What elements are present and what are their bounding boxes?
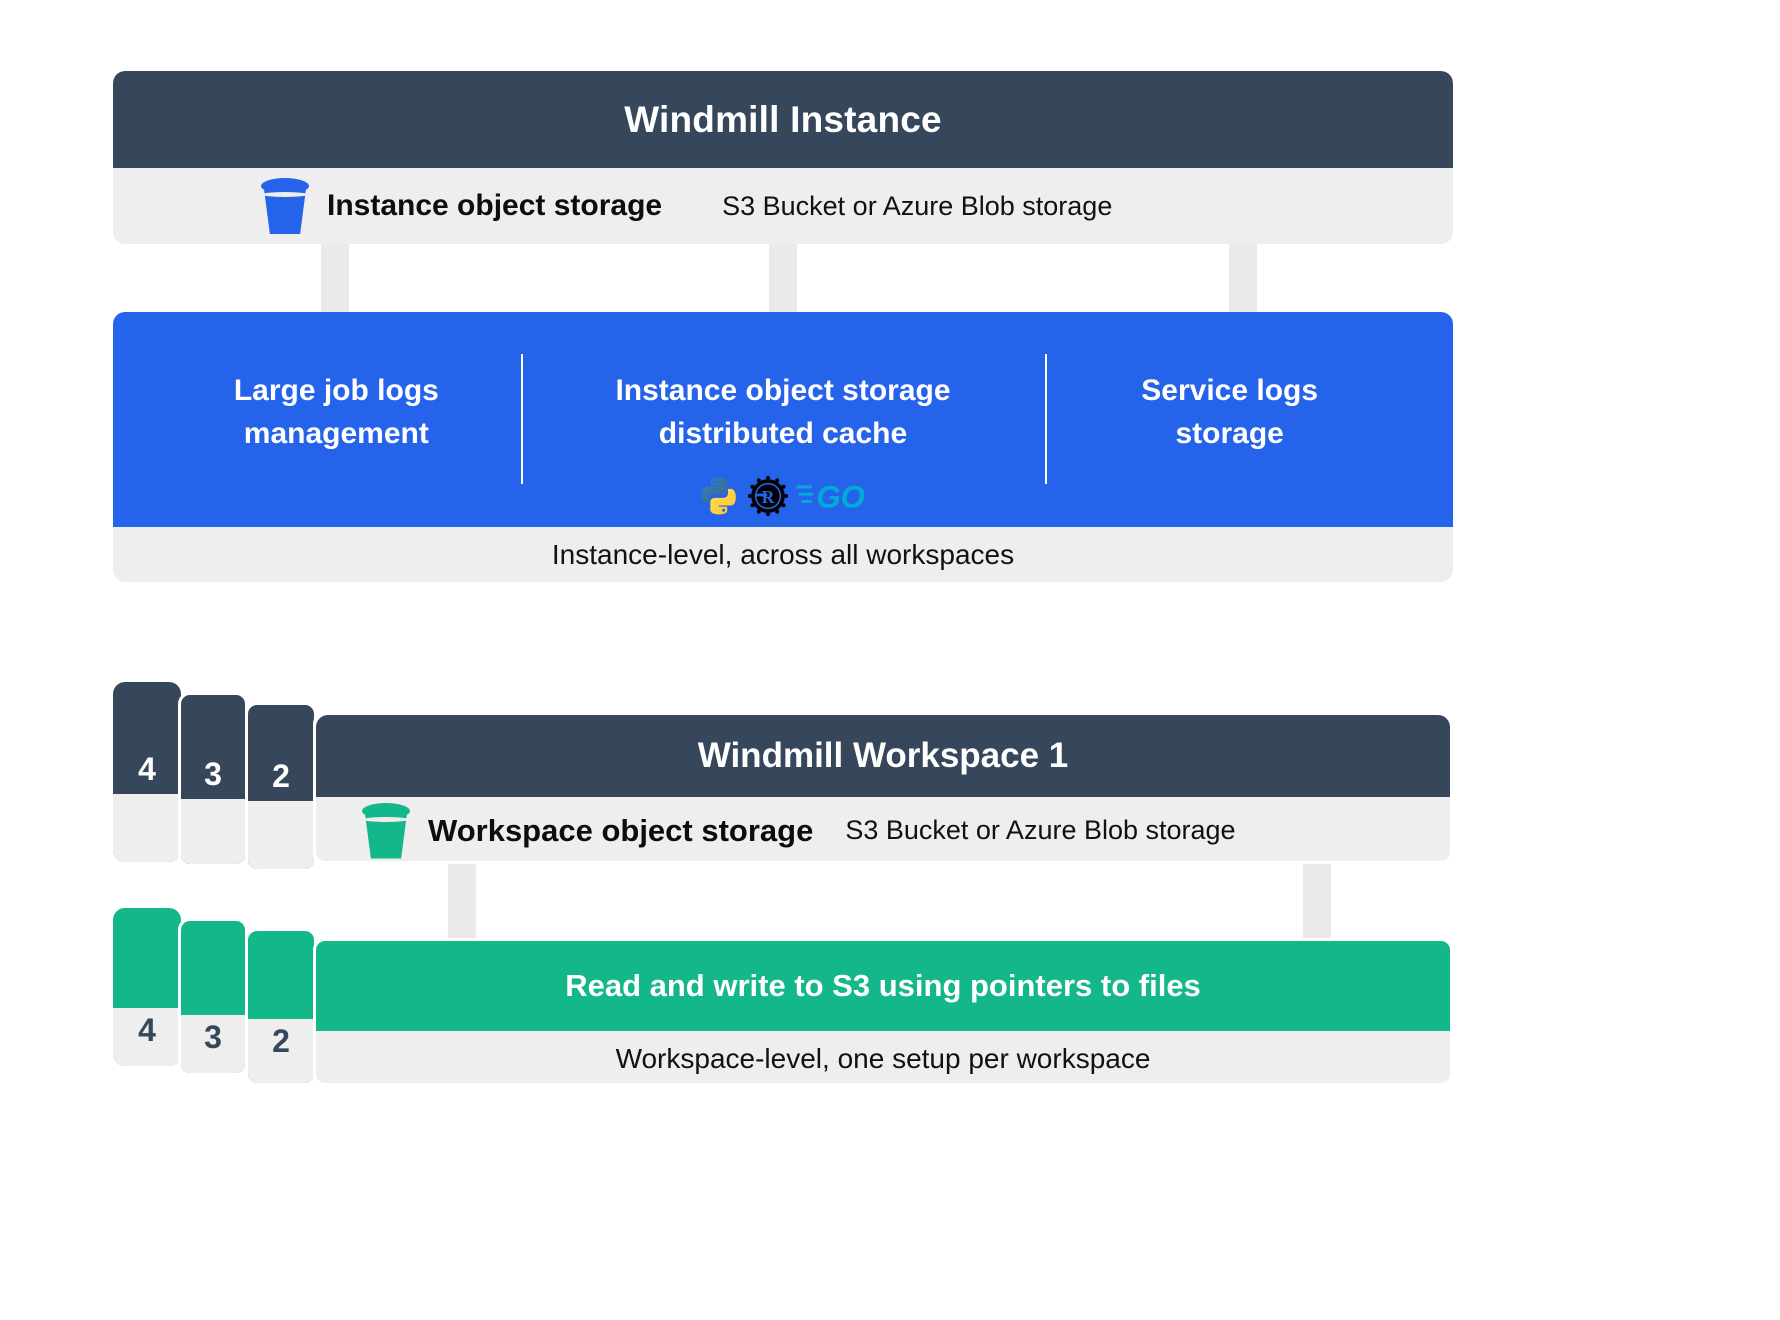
workspace-stack-tab-3[interactable]: 3 (178, 692, 248, 867)
workspace-level-footnote: Workspace-level, one setup per workspace (316, 1031, 1450, 1083)
green-stack-number: 4 (113, 1008, 181, 1066)
instance-level-footnote: Instance-level, across all workspaces (113, 527, 1453, 582)
workspace-storage-label: Workspace object storage (428, 812, 814, 848)
windmill-instance-card: Windmill Instance Instance object storag… (113, 71, 1453, 244)
python-icon (701, 477, 736, 515)
go-icon: GO (796, 480, 865, 515)
windmill-workspace-card: Windmill Workspace 1 Workspace object st… (313, 712, 1453, 864)
workspace-stack-number: 2 (272, 758, 290, 794)
workspace-s3-card: Read and write to S3 using pointers to f… (313, 938, 1453, 1086)
workspace-stack-tab-body (248, 801, 314, 869)
svg-text:GO: GO (816, 480, 865, 515)
feature-large-job-logs: Large job logs management (113, 312, 560, 455)
bucket-icon (261, 178, 309, 234)
instance-features-band: Large job logs management Instance objec… (113, 312, 1453, 527)
workspace-object-storage-row: Workspace object storage S3 Bucket or Az… (316, 797, 1450, 861)
feature-title: Service logs storage (1141, 374, 1319, 450)
workspace-stack-tab-body (181, 799, 245, 864)
svg-text:R: R (762, 487, 775, 507)
green-stack-tab-2[interactable]: 2 (245, 928, 317, 1086)
column-divider (1045, 354, 1047, 484)
read-write-s3-title: Read and write to S3 using pointers to f… (316, 941, 1450, 1031)
green-stack-tab-body (113, 908, 181, 1008)
green-stack-number: 3 (181, 1015, 245, 1073)
workspace-stack-tab-4[interactable]: 4 (113, 682, 181, 862)
workspace-stack-number: 4 (138, 751, 156, 787)
column-divider (521, 354, 523, 484)
workspace-stack-tab-body (113, 794, 181, 862)
green-stack-tab-body (181, 921, 245, 1015)
instance-storage-label: Instance object storage (327, 189, 663, 222)
workspace-stack-number: 3 (204, 756, 222, 792)
feature-title: Large job logs management (233, 374, 439, 450)
instance-features-card: Large job logs management Instance objec… (113, 312, 1453, 582)
feature-title: Instance object storage distributed cach… (615, 374, 951, 450)
green-stack-tab-body (248, 931, 314, 1019)
instance-object-storage-row: Instance object storage S3 Bucket or Azu… (113, 168, 1453, 244)
instance-title: Windmill Instance (113, 71, 1453, 168)
green-stack-number: 2 (248, 1019, 314, 1083)
instance-storage-subtitle: S3 Bucket or Azure Blob storage (722, 190, 1113, 221)
rust-icon: R (748, 476, 788, 517)
workspace-storage-subtitle: S3 Bucket or Azure Blob storage (845, 815, 1236, 845)
feature-distributed-cache: Instance object storage distributed cach… (560, 312, 1007, 519)
green-stack-tab-4[interactable]: 4 (113, 908, 181, 1066)
feature-service-logs: Service logs storage (1006, 312, 1453, 455)
green-stack-tab-3[interactable]: 3 (178, 918, 248, 1076)
bucket-icon (362, 802, 410, 859)
workspace-stack-tab-2[interactable]: 2 (245, 702, 317, 872)
workspace-title: Windmill Workspace 1 (316, 715, 1450, 797)
language-icons: R GO (560, 473, 1007, 519)
